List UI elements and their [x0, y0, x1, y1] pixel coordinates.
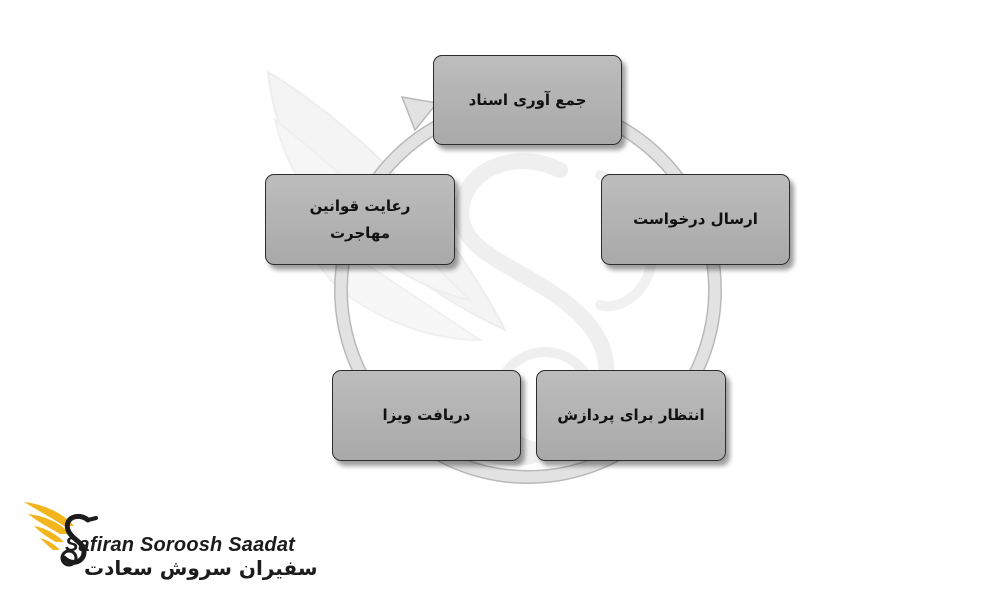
- step-label: دریافت ویزا: [382, 406, 471, 425]
- cycle-arrowhead: [400, 96, 439, 132]
- swan-s-icon: [60, 513, 98, 567]
- logo-name-persian: سفیران سروش سعادت: [84, 556, 318, 580]
- step-observe-immigration-laws: رعایت قوانین مهاجرت: [265, 174, 455, 265]
- step-label-line-1: رعایت قوانین: [309, 197, 411, 216]
- step-label-line-2: مهاجرت: [329, 223, 391, 242]
- wing-icon: [24, 502, 74, 550]
- step-collect-documents: جمع آوری اسناد: [433, 55, 622, 145]
- step-label: جمع آوری اسناد: [468, 90, 587, 109]
- step-receive-visa: دریافت ویزا: [332, 370, 521, 461]
- step-label: انتظار برای پردازش: [557, 406, 705, 425]
- logo-name-latin: Safiran Soroosh Saadat: [65, 534, 296, 556]
- step-submit-application: ارسال درخواست: [601, 174, 790, 265]
- step-wait-for-processing: انتظار برای پردازش: [536, 370, 726, 461]
- step-label: ارسال درخواست: [633, 210, 758, 229]
- company-logo: [24, 502, 98, 567]
